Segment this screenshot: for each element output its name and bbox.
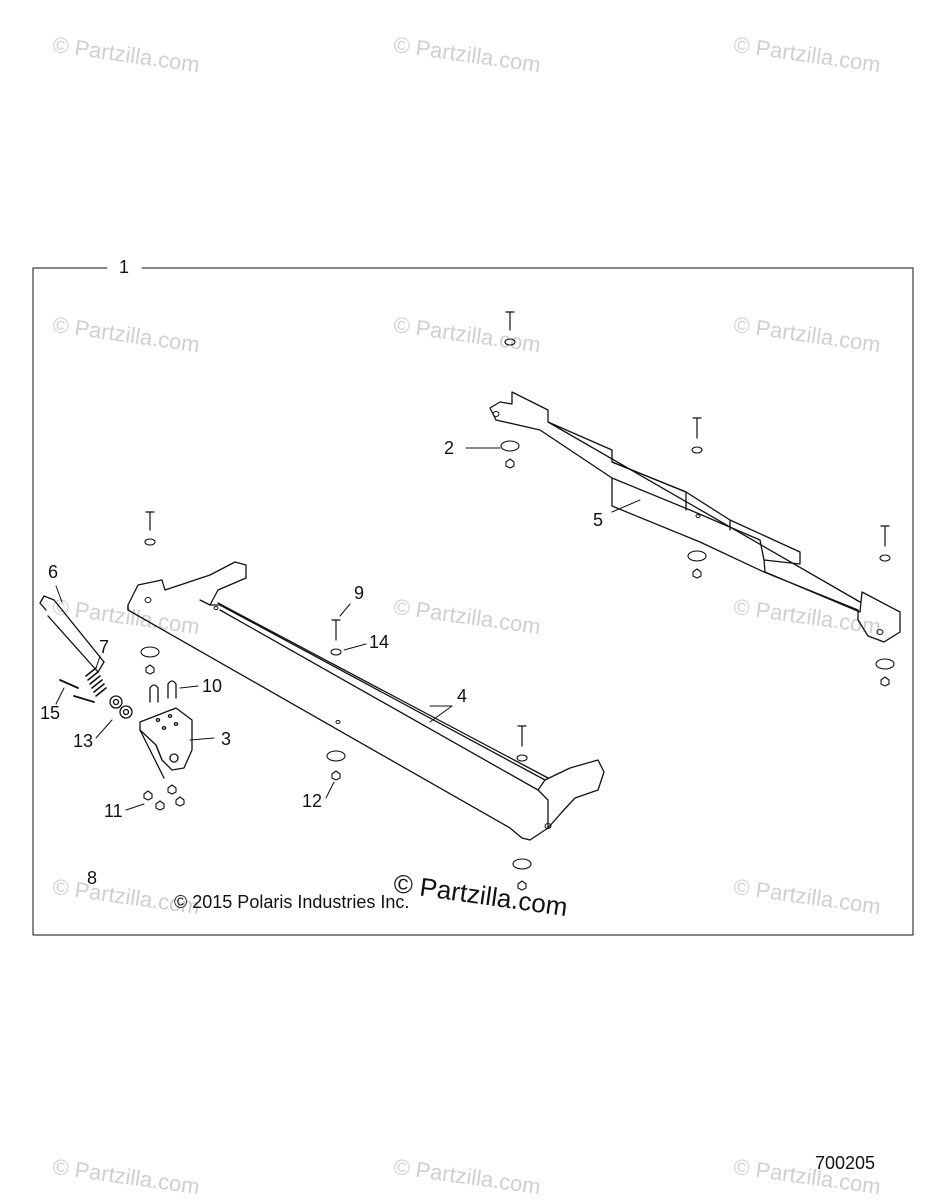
mount-plate	[139, 707, 193, 779]
callout-5: 5	[593, 510, 604, 530]
front-bracket-holes	[144, 597, 552, 829]
cotter-pins	[59, 679, 95, 703]
leader-lines	[55, 447, 641, 811]
front-bracket	[127, 561, 605, 841]
rear-bracket-holes	[492, 411, 884, 635]
callout-15: 15	[40, 703, 61, 723]
callout-7: 7	[99, 637, 110, 657]
pin	[39, 595, 105, 673]
callout-13: 13	[73, 731, 94, 751]
rear-bracket	[489, 391, 901, 643]
figure-number: 700205	[815, 1153, 876, 1173]
washers	[109, 695, 133, 719]
callout-1: 1	[119, 257, 130, 277]
copyright-notice: © 2015 Polaris Industries Inc.	[174, 892, 410, 912]
callout-14: 14	[369, 632, 390, 652]
callout-6: 6	[48, 562, 59, 582]
bolts	[145, 311, 890, 747]
callout-8: 8	[87, 868, 98, 888]
spring	[85, 667, 107, 697]
grommets	[140, 338, 895, 870]
callout-4: 4	[457, 686, 468, 706]
callout-2: 2	[444, 438, 455, 458]
kit-frame	[32, 267, 914, 936]
callout-11: 11	[104, 801, 123, 821]
u-clips	[149, 680, 177, 703]
callout-12: 12	[302, 791, 323, 811]
callout-3: 3	[221, 729, 232, 749]
nuts	[143, 458, 890, 891]
callout-9: 9	[354, 583, 365, 603]
callout-10: 10	[202, 676, 223, 696]
